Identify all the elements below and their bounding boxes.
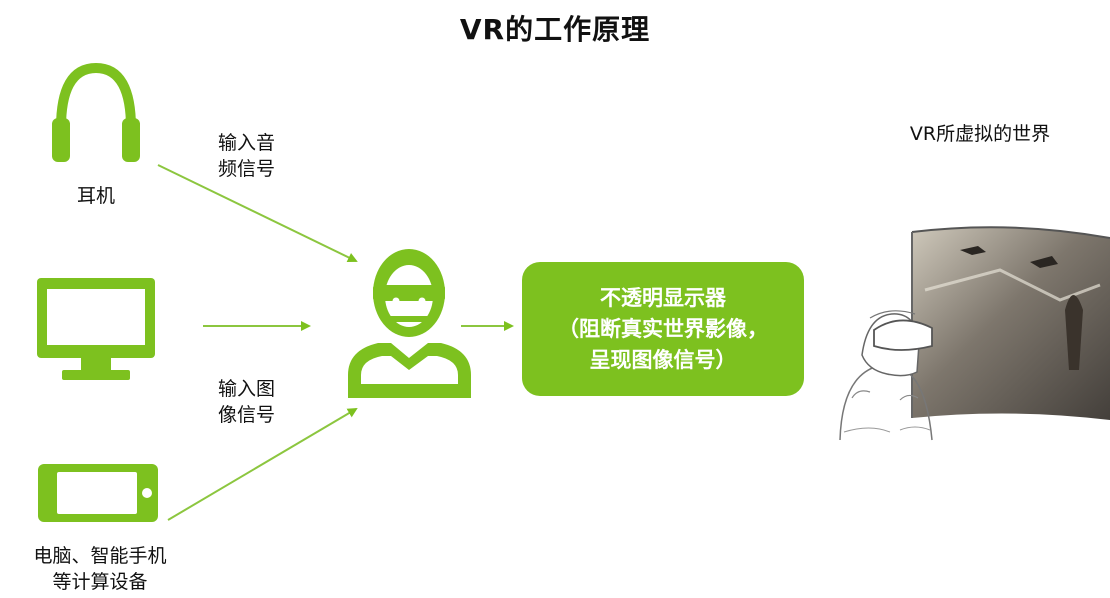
display-box-line-3: 呈现图像信号） (589, 347, 737, 372)
vr-world-illustration (839, 226, 1110, 441)
smartphone-icon (38, 464, 158, 522)
headphone-icon (52, 62, 140, 162)
image-signal-label: 输入图 像信号 (218, 376, 275, 428)
arrow-audio (157, 164, 358, 263)
arrow-image (167, 407, 358, 521)
virtual-world-label: VR所虚拟的世界 (909, 123, 1051, 145)
computing-devices-label: 电脑、智能手机 等计算设备 (10, 543, 190, 595)
image-signal-line-1: 输入图 (218, 378, 276, 400)
computing-devices-line-1: 电脑、智能手机 (33, 545, 167, 567)
display-box-line-2: （阻断真实世界影像， (558, 316, 768, 341)
monitor-icon (37, 278, 155, 380)
opaque-display-box: 不透明显示器 （阻断真实世界影像， 呈现图像信号） (522, 262, 804, 396)
audio-signal-line-2: 频信号 (218, 158, 276, 180)
audio-signal-label: 输入音 频信号 (218, 130, 275, 182)
audio-signal-line-1: 输入音 (218, 132, 276, 154)
computing-devices-line-2: 等计算设备 (52, 571, 148, 593)
headphone-label: 耳机 (76, 185, 115, 207)
display-box-line-1: 不透明显示器 (600, 285, 726, 310)
diagram-title: VR的工作原理 (459, 13, 651, 46)
image-signal-line-2: 像信号 (218, 404, 276, 426)
vr-user-icon (348, 249, 471, 398)
